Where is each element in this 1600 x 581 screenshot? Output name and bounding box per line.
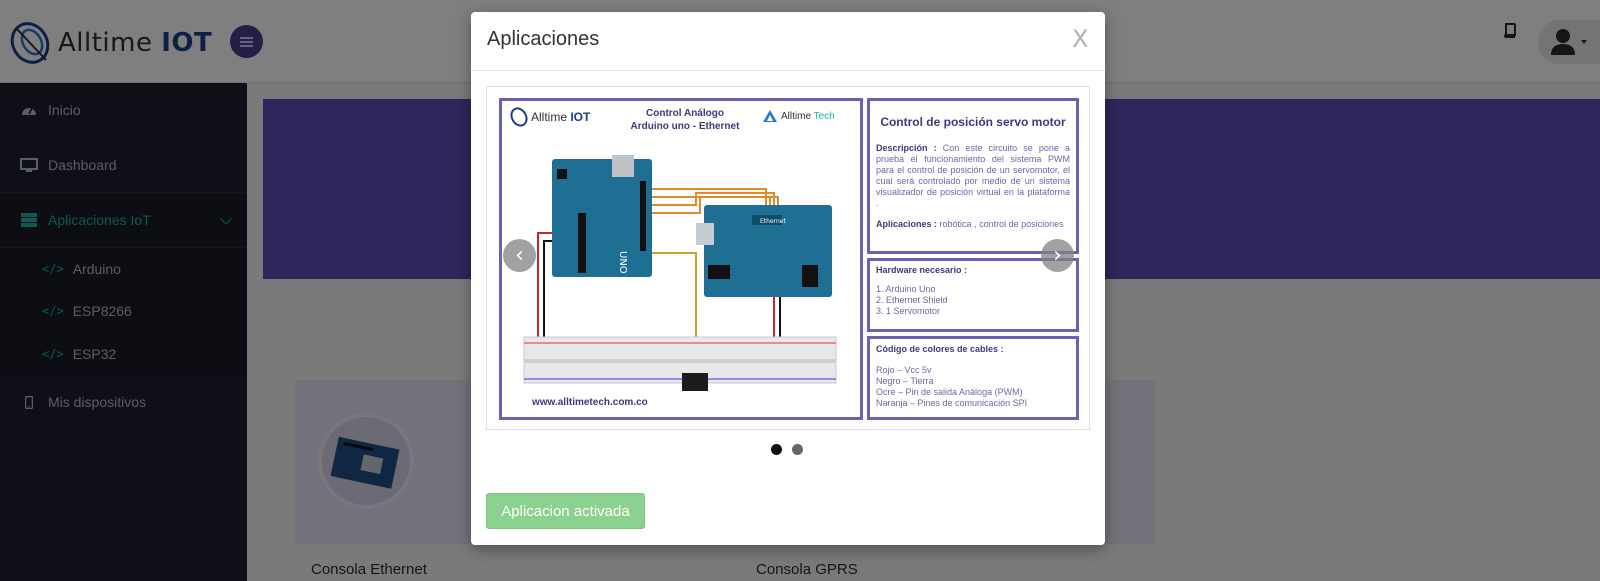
carousel-dot-2[interactable] [792, 444, 803, 455]
svg-text:UNO: UNO [617, 251, 628, 274]
slide-info-title: Control de posición servo motor [880, 115, 1066, 129]
slide-colors-title: Código de colores de cables : [876, 344, 1004, 354]
carousel-dot-1[interactable] [771, 444, 782, 455]
slide-colors-list: Rojo – Vcc 5v Negro – Tierra Ocre – Pin … [876, 365, 1070, 409]
list-item: 3. 1 Servomotor [876, 306, 941, 316]
list-item: Rojo – Vcc 5v [876, 365, 932, 375]
triangle-logo-icon [763, 110, 777, 122]
slide-applications: Aplicaciones : robótica , control de pos… [876, 219, 1064, 229]
slide-brand-right: Alltime Tech [762, 109, 835, 123]
slide-brand-left: Alltime IOT [510, 107, 590, 127]
close-button[interactable]: X [1072, 25, 1089, 53]
chevron-right-icon: › [1053, 243, 1062, 268]
circuit-diagram-panel: Alltime IOT Control Análogo Arduino uno … [499, 98, 863, 420]
modal-header: Aplicaciones X [471, 12, 1105, 71]
slide-description: Descripción : Con este circuito se pone … [876, 143, 1070, 208]
circuit-illustration: UNO Ethernet [523, 155, 837, 391]
list-item: 2. Ethernet Shield [876, 295, 948, 305]
description-panel: Control de posición servo motor Descripc… [867, 98, 1079, 254]
slide-header: Control Análogo Arduino uno - Ethernet [630, 108, 740, 132]
list-item: Naranja – Pines de comunicación SPI [876, 398, 1028, 408]
slide-footer-url[interactable]: www.alltimetech.com.co [532, 397, 648, 408]
svg-text:Ethernet: Ethernet [760, 218, 786, 225]
modal-title: Aplicaciones [487, 28, 600, 50]
chevron-left-icon: ‹ [515, 243, 524, 268]
carousel-prev-button[interactable]: ‹ [503, 239, 536, 272]
application-activated-button[interactable]: Aplicacion activada [486, 493, 645, 529]
carousel-indicators [771, 444, 803, 455]
carousel-next-button[interactable]: › [1041, 239, 1074, 272]
image-carousel: Alltime IOT Control Análogo Arduino uno … [486, 86, 1090, 430]
list-item: Negro – Tierra [876, 376, 934, 386]
applications-modal: Aplicaciones X Alltime IOT Control Análo… [471, 12, 1105, 545]
carousel-slide: Alltime IOT Control Análogo Arduino uno … [499, 98, 1079, 420]
slide-hardware-list: 1. Arduino Uno 2. Ethernet Shield 3. 1 S… [876, 284, 1070, 317]
logo-swirl-icon [510, 107, 528, 127]
wire-colors-panel: Código de colores de cables : Rojo – Vcc… [867, 336, 1079, 420]
hardware-panel: Hardware necesario : 1. Arduino Uno 2. E… [867, 258, 1079, 332]
list-item: Ocre – Pin de salida Análoga (PWM) [876, 387, 1023, 397]
slide-hardware-title: Hardware necesario : [876, 265, 968, 275]
list-item: 1. Arduino Uno [876, 284, 936, 294]
